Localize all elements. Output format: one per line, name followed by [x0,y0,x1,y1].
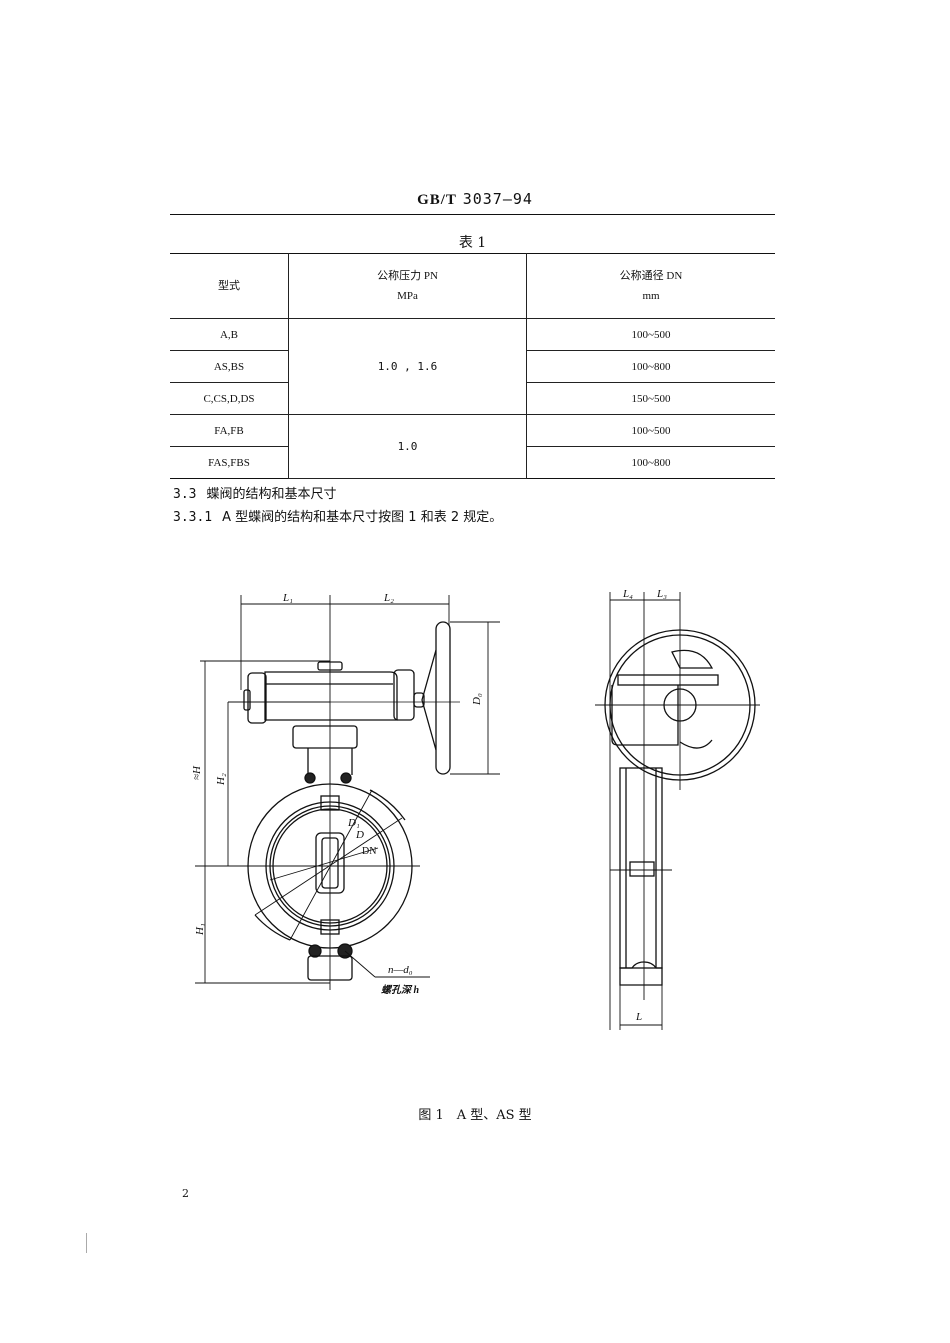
cell-dn: 100~500 [526,414,775,447]
label-bolt: n—d₀ [388,964,413,976]
cell-pn: 1.0 , 1.6 [288,318,527,415]
table-row: AS,BS 100~800 [170,350,775,383]
label-L4: L₄ [622,588,633,600]
column-header-type: 型式 [170,253,289,319]
label-D1: D₁ [347,817,360,829]
table-title: 表 1 [458,235,487,251]
table-row: FAS,FBS 100~800 [170,446,775,479]
cell-type: FAS,FBS [170,446,289,479]
label-L: L [635,1011,642,1023]
label-H2: H₂ [215,773,227,786]
table-row: FA,FB 1.0 100~500 [170,414,775,479]
standard-prefix: GB/T [417,192,457,208]
label-thread-depth: 螺孔深 h [381,984,419,996]
cell-dn: 100~500 [526,318,775,351]
label-D: D [355,829,364,841]
column-header-pn: 公称压力 PN MPa [288,253,527,319]
table-header-row: 型式 公称压力 PN MPa 公称通径 DN mm [170,253,775,319]
standard-number: 3037—94 [462,190,533,208]
page-number: 2 [182,1187,189,1200]
cell-pn: 1.0 [288,414,527,479]
margin-mark [86,1233,87,1253]
header-rule [170,214,775,215]
label-L1: L₁ [282,592,293,604]
label-L2: L₂ [383,592,394,604]
label-H: ≈H [191,765,203,780]
label-L3: L₃ [656,588,667,600]
table-1: 型式 公称压力 PN MPa 公称通径 DN mm A,B 1.0 , 1.6 … [170,253,775,479]
cell-dn: 100~800 [526,446,775,479]
label-DN: DN [362,846,376,857]
figure-caption: 图 1 A 型、AS 型 [418,1108,532,1123]
label-H1: H₁ [194,923,206,936]
standard-header: GB/T 3037—94 [0,190,950,209]
label-D0: D₀ [471,693,483,706]
cell-type: AS,BS [170,350,289,383]
cell-type: C,CS,D,DS [170,382,289,415]
column-header-dn: 公称通径 DN mm [526,253,775,319]
table-row: A,B 1.0 , 1.6 100~500 [170,318,775,415]
table-row: C,CS,D,DS 150~500 [170,382,775,415]
